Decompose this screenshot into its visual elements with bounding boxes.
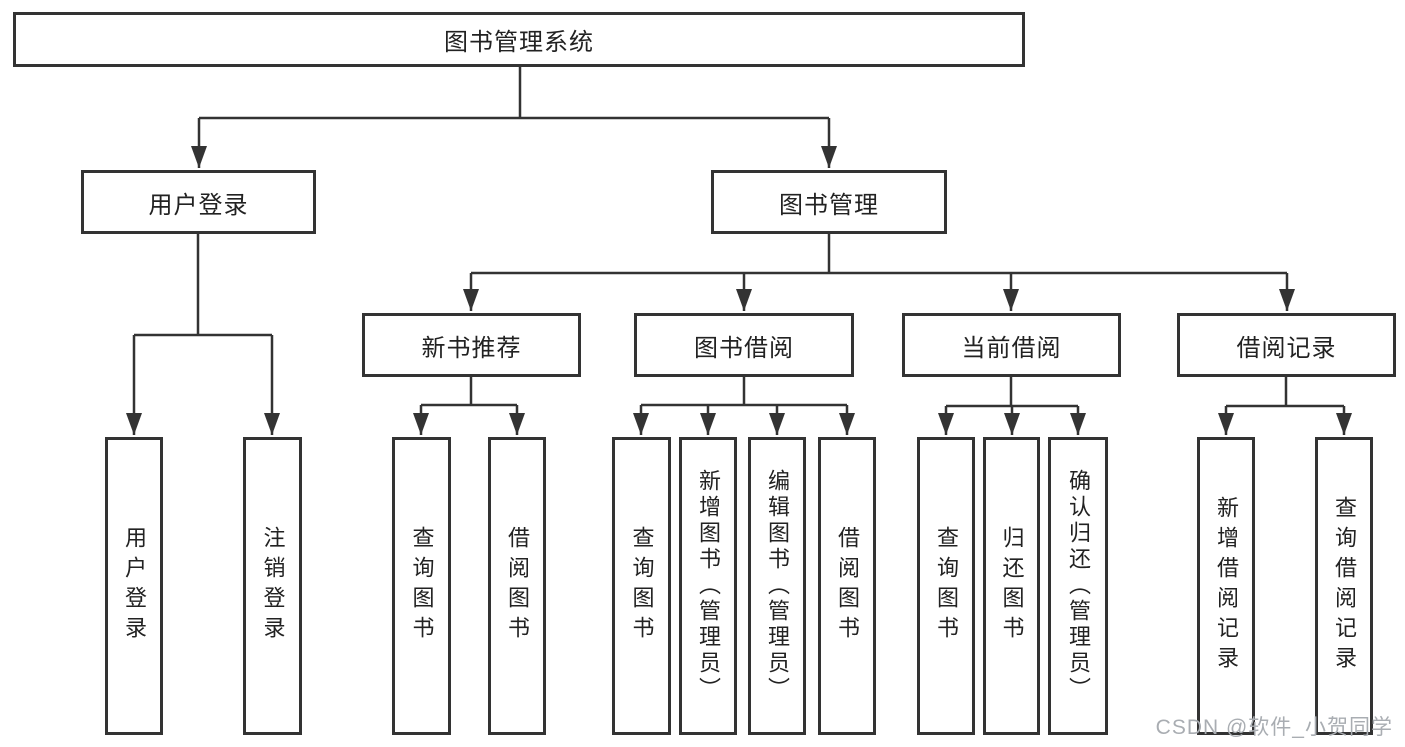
- node-current-borrowing: 当前借阅: [902, 313, 1121, 377]
- leaf-user-login: 用户登录: [105, 437, 163, 735]
- leaf-borrowing-query-books: 查询图书: [612, 437, 671, 735]
- leaf-borrowing-borrow-books: 借阅图书: [818, 437, 876, 735]
- leaf-recommend-borrow-books: 借阅图书: [488, 437, 546, 735]
- node-book-borrowing: 图书借阅: [634, 313, 854, 377]
- leaf-current-query-books: 查询图书: [917, 437, 975, 735]
- csdn-watermark: CSDN @软件_小贺同学: [1155, 716, 1393, 739]
- node-book-management: 图书管理: [711, 170, 947, 234]
- node-new-book-recommend: 新书推荐: [362, 313, 581, 377]
- leaf-add-books-admin: 新增图书（管理员）: [679, 437, 737, 735]
- leaf-return-books: 归还图书: [983, 437, 1040, 735]
- node-library-management-system: 图书管理系统: [13, 12, 1025, 67]
- leaf-add-borrow-record: 新增借阅记录: [1197, 437, 1255, 735]
- leaf-edit-books-admin: 编辑图书（管理员）: [748, 437, 806, 735]
- leaf-confirm-return-admin: 确认归还（管理员）: [1048, 437, 1108, 735]
- node-borrowing-records: 借阅记录: [1177, 313, 1396, 377]
- leaf-query-borrow-record: 查询借阅记录: [1315, 437, 1373, 735]
- leaf-recommend-query-books: 查询图书: [392, 437, 451, 735]
- leaf-logout: 注销登录: [243, 437, 302, 735]
- node-user-login: 用户登录: [81, 170, 316, 234]
